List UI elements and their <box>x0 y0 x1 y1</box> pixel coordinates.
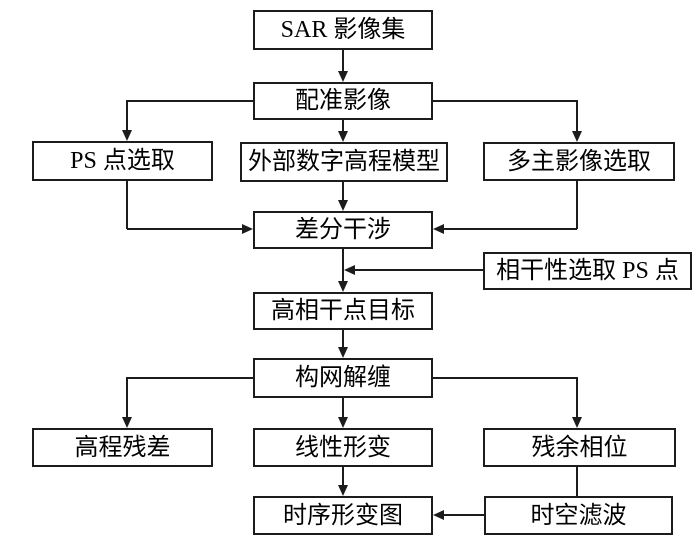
node-elevation-residual: 高程残差 <box>32 428 213 467</box>
edge-multi-diff-hline <box>444 228 577 230</box>
edge-filter-ts-line <box>444 514 484 516</box>
edge-net-resid-hline <box>433 377 578 379</box>
edge-ps-diff-vline <box>126 181 128 229</box>
edge-ps-diff-hline <box>127 228 242 230</box>
arrow-down-icon <box>338 485 348 496</box>
edge-register-multi-hline <box>433 100 578 102</box>
edge-lin-ts-line <box>342 467 344 485</box>
node-high-coherence-pts: 高相干点目标 <box>253 292 433 330</box>
node-linear-deformation: 线性形变 <box>253 428 433 467</box>
node-network-unwrapping: 构网解缠 <box>253 358 433 398</box>
node-spatiotemporal-filter: 时空滤波 <box>484 496 673 535</box>
node-registered-images: 配准影像 <box>253 82 433 120</box>
arrow-down-icon <box>338 71 348 82</box>
edge-net-elev-hline <box>127 377 253 379</box>
node-external-dem: 外部数字高程模型 <box>240 142 448 182</box>
arrow-down-icon <box>572 417 582 428</box>
arrow-down-icon <box>122 130 132 141</box>
node-residual-phase: 残余相位 <box>483 428 676 467</box>
arrow-down-icon <box>338 131 348 142</box>
edge-net-resid-vline <box>576 377 578 417</box>
edge-diff-high-line <box>342 249 344 281</box>
arrow-down-icon <box>338 417 348 428</box>
edge-register-dem-line <box>342 120 344 131</box>
arrow-left-icon <box>433 224 444 234</box>
arrow-left-icon <box>344 265 355 275</box>
arrow-right-icon <box>242 224 253 234</box>
arrow-down-icon <box>338 347 348 358</box>
arrow-down-icon <box>338 281 348 292</box>
node-differential-interf: 差分干涉 <box>253 211 433 249</box>
node-ts-deformation-map: 时序形变图 <box>253 496 433 535</box>
edge-sar-register-line <box>342 50 344 72</box>
edge-resid-filter-line <box>576 467 578 496</box>
arrow-left-icon <box>433 510 444 520</box>
arrow-down-icon <box>572 131 582 142</box>
node-coherence-ps-select: 相干性选取 PS 点 <box>483 252 692 290</box>
edge-register-ps-vline <box>126 100 128 130</box>
edge-net-lin-line <box>342 398 344 417</box>
node-sar-image-set: SAR 影像集 <box>253 10 433 50</box>
edge-multi-diff-vline <box>576 181 578 229</box>
edge-dem-diff-line <box>342 182 344 200</box>
arrow-down-icon <box>122 417 132 428</box>
edge-high-net-line <box>342 330 344 347</box>
edge-register-ps-hline <box>127 100 253 102</box>
arrow-down-icon <box>338 200 348 211</box>
edge-net-elev-vline <box>126 377 128 417</box>
node-ps-point-selection: PS 点选取 <box>32 141 213 181</box>
edge-register-multi-vline <box>576 100 578 131</box>
node-multi-master-select: 多主影像选取 <box>483 142 675 181</box>
edge-coherence-junction-line <box>355 269 483 271</box>
